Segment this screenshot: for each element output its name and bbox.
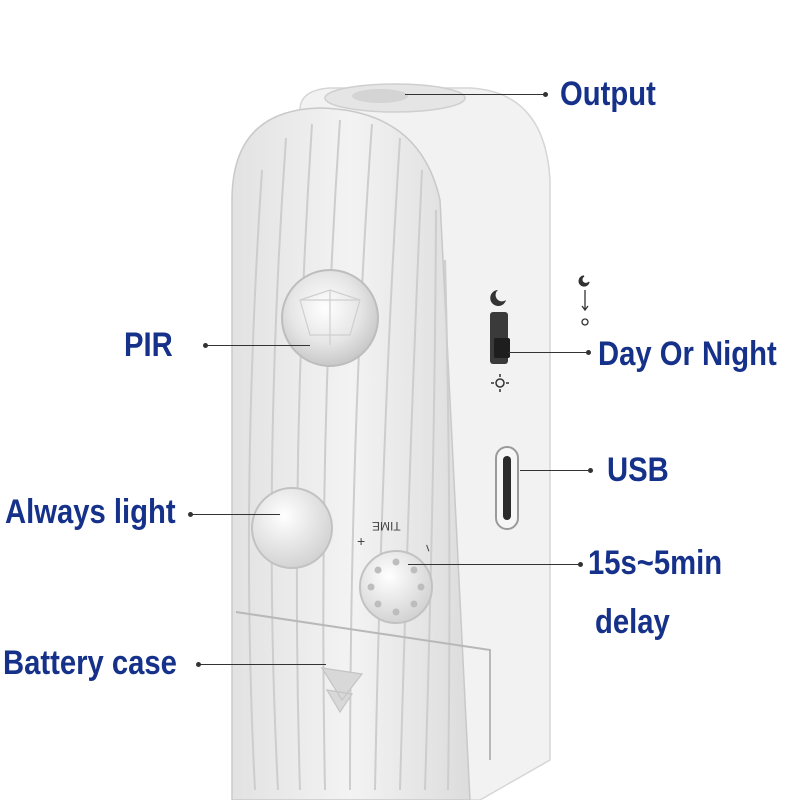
- label-output: Output: [560, 75, 656, 113]
- battery-case-seam: [235, 611, 491, 760]
- always-light-button: [251, 487, 333, 569]
- sun-icon-side: [491, 374, 509, 392]
- label-always-light: Always light: [5, 493, 176, 531]
- leader-dot-delay: [578, 562, 583, 567]
- moon-icon-side: [490, 290, 506, 306]
- leader-battery: [198, 664, 326, 665]
- leader-dot-usb: [588, 468, 593, 473]
- label-battery-case: Battery case: [3, 644, 177, 682]
- label-delay-line1: 15s~5min: [588, 544, 723, 582]
- leader-dot-battery: [196, 662, 201, 667]
- time-knob-holes: [367, 558, 425, 616]
- battery-arrow: [320, 667, 364, 714]
- device-front: [231, 107, 471, 800]
- leader-dot-output: [543, 92, 548, 97]
- leader-dot-pir: [203, 343, 208, 348]
- time-mark: TIME: [372, 519, 401, 533]
- time-plus-mark: +: [357, 533, 366, 549]
- leader-usb: [520, 470, 590, 471]
- front-ribs: [247, 119, 451, 791]
- label-pir: PIR: [124, 326, 173, 364]
- leader-pir: [205, 345, 310, 346]
- label-usb: USB: [607, 451, 669, 489]
- leader-dot-always-light: [188, 512, 193, 517]
- label-delay-line2: delay: [595, 603, 670, 641]
- day-night-switch: [494, 338, 510, 358]
- label-day-night: Day Or Night: [598, 335, 777, 373]
- leader-delay: [408, 564, 580, 565]
- leader-output: [405, 94, 545, 95]
- moon-sun-legend: [578, 275, 590, 326]
- leader-day-night: [508, 352, 588, 353]
- leader-always-light: [190, 514, 280, 515]
- leader-dot-day-night: [586, 350, 591, 355]
